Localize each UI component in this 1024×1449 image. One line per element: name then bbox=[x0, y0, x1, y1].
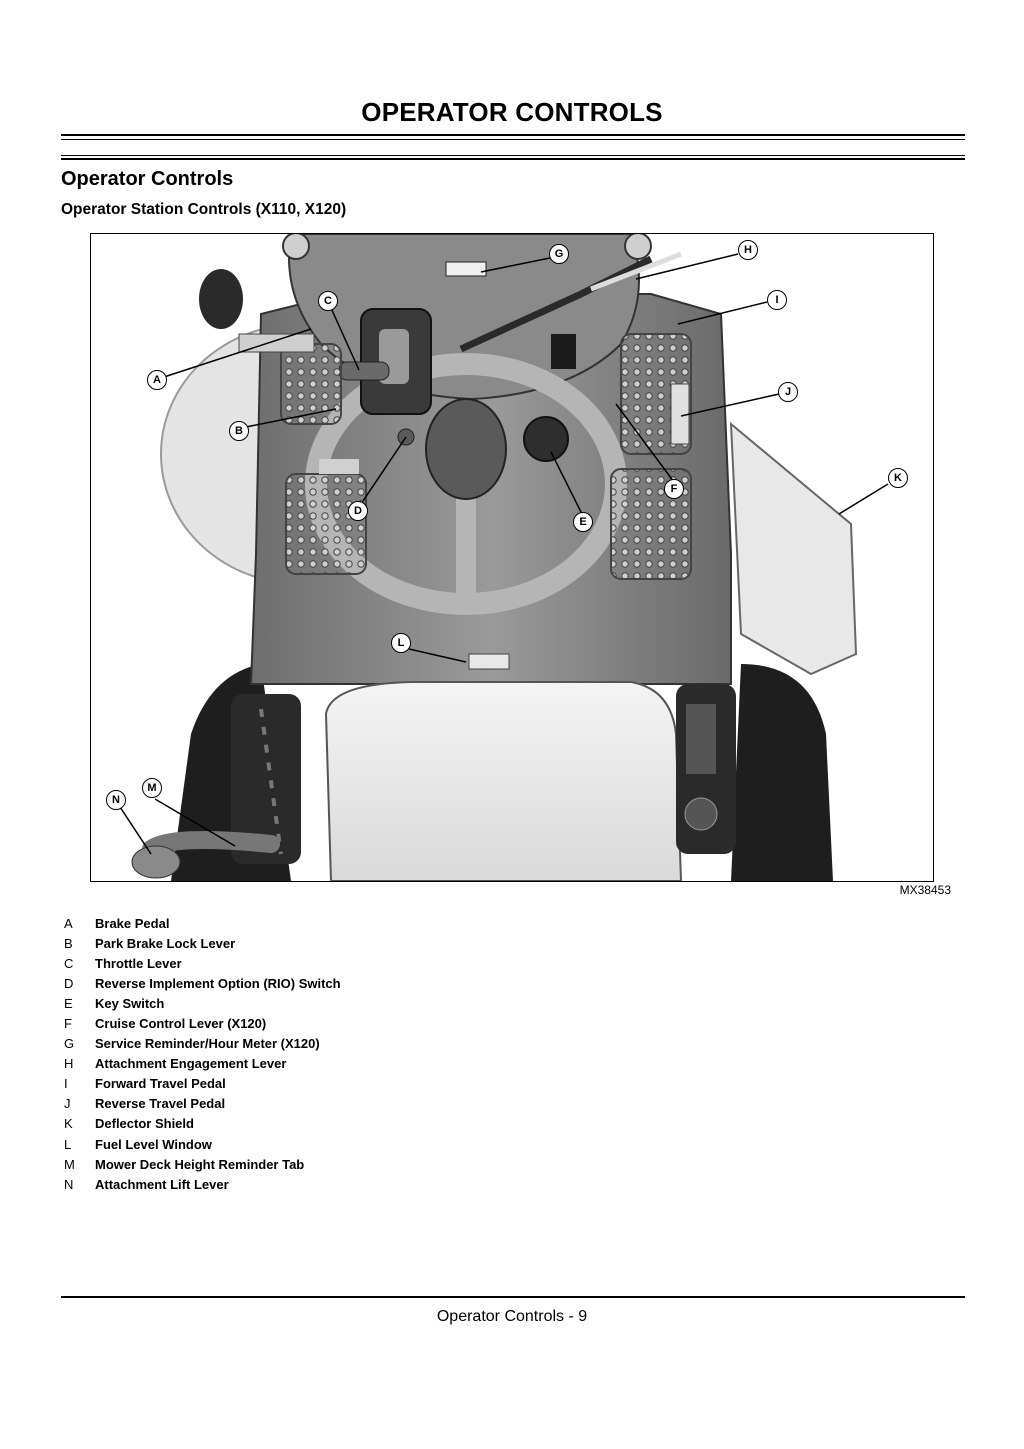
callout-k: K bbox=[888, 468, 908, 488]
legend-text: Throttle Lever bbox=[95, 955, 182, 971]
legend-item: K Deflector Shield bbox=[64, 1114, 341, 1134]
legend-letter: E bbox=[64, 995, 73, 1011]
operator-station-illustration: A B C D E F G H I J K L M N bbox=[90, 233, 934, 882]
legend-text: Service Reminder/Hour Meter (X120) bbox=[95, 1036, 320, 1052]
legend-text: Forward Travel Pedal bbox=[95, 1076, 226, 1092]
callout-l: L bbox=[391, 633, 411, 653]
callout-a: A bbox=[147, 370, 167, 390]
legend-letter: M bbox=[64, 1156, 75, 1172]
legend-letter: I bbox=[64, 1076, 68, 1092]
section-subtitle: Operator Station Controls (X110, X120) bbox=[61, 201, 347, 218]
legend-text: Brake Pedal bbox=[95, 915, 170, 931]
legend-text: Park Brake Lock Lever bbox=[95, 935, 236, 951]
legend-letter: L bbox=[64, 1136, 72, 1152]
callout-g: G bbox=[549, 244, 569, 264]
legend-item: B Park Brake Lock Lever bbox=[64, 933, 341, 953]
legend-item: G Service Reminder/Hour Meter (X120) bbox=[64, 1034, 341, 1054]
header-rule-4 bbox=[61, 158, 965, 160]
legend-text: Attachment Lift Lever bbox=[95, 1176, 229, 1192]
footer-rule bbox=[61, 1296, 965, 1298]
legend-item: L Fuel Level Window bbox=[64, 1134, 341, 1154]
legend-letter: H bbox=[64, 1056, 74, 1072]
legend-item: I Forward Travel Pedal bbox=[64, 1074, 341, 1094]
legend-letter: B bbox=[64, 935, 73, 951]
callout-h: H bbox=[738, 240, 758, 260]
legend-item: N Attachment Lift Lever bbox=[64, 1174, 341, 1194]
header-rule-3 bbox=[61, 155, 965, 156]
legend-letter: C bbox=[64, 955, 74, 971]
callout-i: I bbox=[767, 290, 787, 310]
callout-d: D bbox=[348, 501, 368, 521]
legend-text: Mower Deck Height Reminder Tab bbox=[95, 1156, 305, 1172]
legend-letter: A bbox=[64, 915, 73, 931]
figure-id: MX38453 bbox=[899, 883, 951, 897]
legend-letter: G bbox=[64, 1036, 75, 1052]
legend-item: J Reverse Travel Pedal bbox=[64, 1094, 341, 1114]
legend-text: Attachment Engagement Lever bbox=[95, 1056, 287, 1072]
legend-letter: F bbox=[64, 1016, 72, 1032]
legend-text: Cruise Control Lever (X120) bbox=[95, 1016, 267, 1032]
callout-e: E bbox=[573, 512, 593, 532]
callout-n: N bbox=[106, 790, 126, 810]
legend-item: C Throttle Lever bbox=[64, 953, 341, 973]
legend-letter: J bbox=[64, 1096, 71, 1112]
legend-item: H Attachment Engagement Lever bbox=[64, 1054, 341, 1074]
header-rule-2 bbox=[61, 139, 965, 140]
legend-text: Reverse Implement Option (RIO) Switch bbox=[95, 975, 341, 991]
legend-item: E Key Switch bbox=[64, 993, 341, 1013]
legend-item: D Reverse Implement Option (RIO) Switch bbox=[64, 973, 341, 993]
callout-f: F bbox=[664, 479, 684, 499]
legend-text: Deflector Shield bbox=[95, 1116, 194, 1132]
callout-c: C bbox=[318, 291, 338, 311]
legend-item: F Cruise Control Lever (X120) bbox=[64, 1013, 341, 1033]
legend-item: A Brake Pedal bbox=[64, 913, 341, 933]
callout-m: M bbox=[142, 778, 162, 798]
page-title: OPERATOR CONTROLS bbox=[361, 97, 663, 127]
legend-text: Key Switch bbox=[95, 995, 165, 1011]
page-footer: Operator Controls - 9 bbox=[436, 1308, 588, 1325]
legend-letter: D bbox=[64, 975, 74, 991]
header-rule-1 bbox=[61, 134, 965, 136]
legend-item: M Mower Deck Height Reminder Tab bbox=[64, 1154, 341, 1174]
legend-letter: K bbox=[64, 1116, 73, 1132]
callout-j: J bbox=[778, 382, 798, 402]
legend-list: A Brake Pedal B Park Brake Lock Lever C Thr… bbox=[64, 913, 341, 1194]
section-title: Operator Controls bbox=[61, 168, 234, 190]
legend-text: Reverse Travel Pedal bbox=[95, 1096, 226, 1112]
legend-text: Fuel Level Window bbox=[95, 1136, 212, 1152]
callout-b: B bbox=[229, 421, 249, 441]
legend-letter: N bbox=[64, 1176, 74, 1192]
